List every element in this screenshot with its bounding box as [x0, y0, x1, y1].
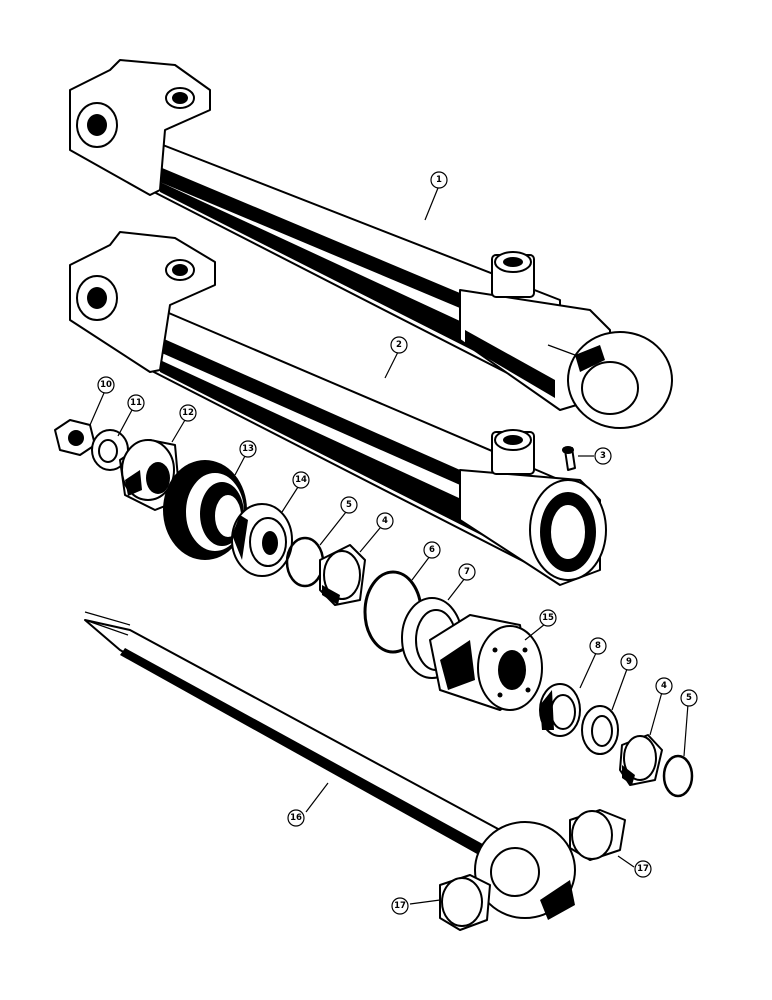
- bushing-17-left: [439, 874, 491, 931]
- callout-10-label: 10: [100, 380, 112, 390]
- callout-17-left-label: 17: [394, 901, 406, 911]
- o-ring-5-upper: [285, 536, 325, 588]
- callout-14-label: 14: [295, 475, 307, 485]
- piston-nut-12: [119, 439, 181, 511]
- callout-16-label: 16: [290, 813, 302, 823]
- piston-14: [231, 503, 293, 577]
- callout-17-left: 17: [391, 897, 409, 915]
- callout-4-upper: 4: [376, 512, 394, 530]
- callout-8-label: 8: [595, 641, 601, 651]
- leader-lines: [89, 187, 689, 905]
- callout-15-label: 15: [542, 613, 554, 623]
- bushing-4-lower: [619, 734, 663, 786]
- callout-2-label: 2: [396, 340, 402, 350]
- snap-ring-9: [581, 705, 619, 755]
- callout-16: 16: [287, 809, 305, 827]
- callout-15: 15: [539, 609, 557, 627]
- o-ring-5-lower: [662, 754, 694, 798]
- callout-3-label: 3: [600, 451, 606, 461]
- gland-15: [429, 614, 543, 711]
- callout-14: 14: [292, 471, 310, 489]
- callout-11: 11: [127, 394, 145, 412]
- callout-7-label: 7: [464, 567, 470, 577]
- nut-10: [54, 419, 96, 456]
- callout-4-lower-label: 4: [661, 681, 667, 691]
- cylinder-assembly-1: [69, 59, 673, 429]
- callout-9: 9: [620, 653, 638, 671]
- callout-5-lower-label: 5: [686, 693, 692, 703]
- callout-1: 1: [430, 171, 448, 189]
- callout-12-label: 12: [182, 408, 194, 418]
- callout-12: 12: [179, 404, 197, 422]
- callout-3: 3: [594, 447, 612, 465]
- callout-5-upper: 5: [340, 496, 358, 514]
- cylinder-barrel-2: [69, 231, 607, 586]
- callout-4-upper-label: 4: [382, 516, 388, 526]
- callout-13-label: 13: [242, 444, 254, 454]
- callout-6: 6: [423, 541, 441, 559]
- callout-1-label: 1: [436, 175, 442, 185]
- callout-8: 8: [589, 637, 607, 655]
- wiper-8: [539, 683, 581, 737]
- callout-11-label: 11: [130, 398, 142, 408]
- bushing-4-upper: [319, 544, 366, 606]
- callout-5-upper-label: 5: [346, 500, 352, 510]
- callout-17-right: 17: [634, 860, 652, 878]
- callout-5-lower: 5: [680, 689, 698, 707]
- piston-rod-16: [84, 611, 576, 920]
- callout-7: 7: [458, 563, 476, 581]
- callout-13: 13: [239, 440, 257, 458]
- setscrew-3: [562, 446, 576, 471]
- callout-17-right-label: 17: [637, 864, 649, 874]
- callout-10: 10: [97, 376, 115, 394]
- bushing-17-right: [569, 809, 626, 861]
- callout-4-lower: 4: [655, 677, 673, 695]
- callout-9-label: 9: [626, 657, 632, 667]
- callout-6-label: 6: [429, 545, 435, 555]
- callout-2: 2: [390, 336, 408, 354]
